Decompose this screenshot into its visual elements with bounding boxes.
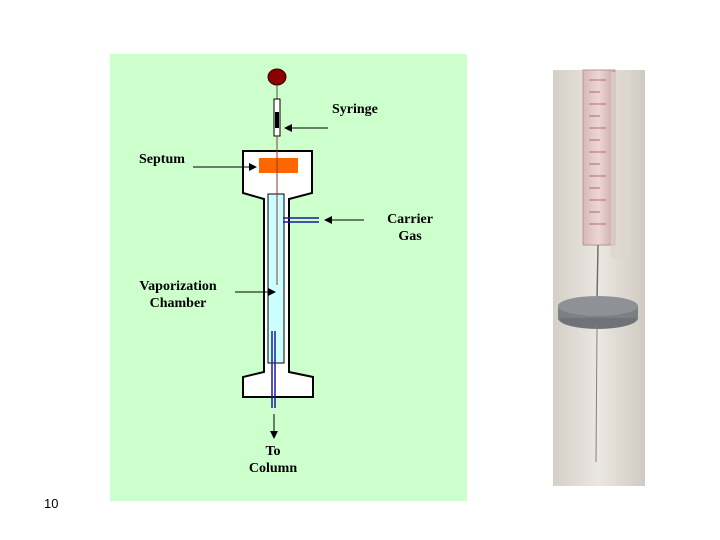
plunger-knob [267, 68, 287, 86]
to-column-label-line2: Column [248, 461, 298, 476]
vaporization-label-line1: Vaporization [139, 279, 217, 294]
septum-label: Septum [139, 152, 185, 167]
carrier-gas-label: Carrier Gas [382, 211, 438, 245]
vaporization-label-line2: Chamber [149, 296, 207, 311]
vaporization-chamber [267, 193, 285, 364]
carrier-gas-label-line2: Gas [398, 229, 422, 244]
septum [259, 158, 298, 173]
carrier-gas-label-line1: Carrier [387, 212, 433, 227]
slide-number: 10 [44, 496, 59, 511]
vaporization-chamber-label: Vaporization Chamber [126, 278, 230, 312]
syringe-plunger-seal [275, 112, 279, 128]
syringe-photo [553, 69, 645, 486]
syringe-label: Syringe [332, 102, 378, 117]
to-column-label: To Column [240, 443, 306, 477]
to-column-label-line1: To [265, 444, 281, 459]
